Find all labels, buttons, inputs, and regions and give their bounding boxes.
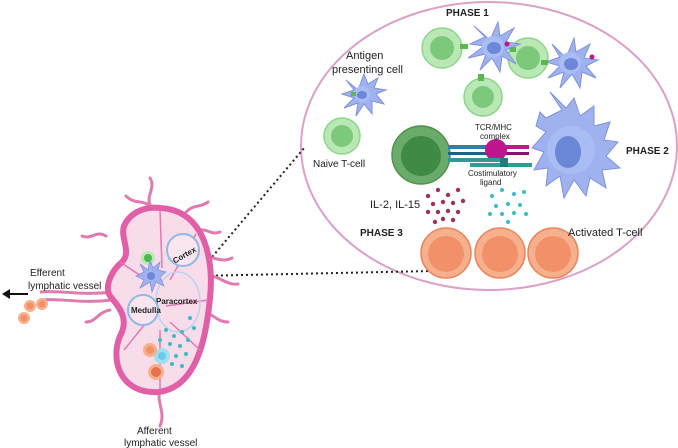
afferent-label-line2: lymphatic vessel bbox=[124, 438, 197, 448]
apc-label-line2: presenting cell bbox=[332, 64, 403, 76]
naive-t-cell bbox=[507, 37, 549, 79]
costimulatory-ligand bbox=[448, 158, 532, 167]
naive-t-cell-label: Naive T-cell bbox=[313, 159, 365, 170]
activated-t-cell bbox=[527, 227, 579, 279]
medulla-region bbox=[127, 294, 159, 326]
receptor-connector bbox=[460, 41, 595, 81]
cytokines-label: IL-2, IL-15 bbox=[370, 199, 420, 211]
cytokines-il2-il15 bbox=[425, 187, 466, 225]
phase2-label: PHASE 2 bbox=[626, 146, 669, 157]
medulla-label: Medulla bbox=[131, 306, 161, 315]
costim-label-line2: ligand bbox=[480, 178, 501, 187]
efferent-label-line1: Efferent bbox=[30, 268, 65, 279]
activated-dendritic-in-node bbox=[154, 348, 170, 364]
naive-t-cell bbox=[421, 27, 463, 69]
tcr-mhc-complex bbox=[448, 139, 529, 161]
antigen-presenting-cell bbox=[340, 72, 388, 117]
phase3-label: PHASE 3 bbox=[360, 228, 403, 239]
afferent-label-line1: Afferent bbox=[137, 426, 172, 437]
tcr-label-line2: complex bbox=[480, 132, 510, 141]
cytokines-teal bbox=[488, 188, 528, 224]
activated-t-cell-label: Activated T-cell bbox=[568, 227, 642, 239]
activated-t-cell bbox=[420, 227, 472, 279]
efferent-arrow bbox=[2, 289, 28, 299]
costim-label-line1: Costimulatory bbox=[468, 169, 517, 178]
tcr-label-line1: TCR/MHC bbox=[475, 123, 512, 132]
antigen-presenting-cell bbox=[467, 20, 522, 74]
exiting-activated-t-cell bbox=[18, 298, 48, 324]
efferent-vessel bbox=[39, 290, 113, 303]
activated-t-cell bbox=[474, 227, 526, 279]
zoom-line-top bbox=[195, 146, 306, 277]
t-cell-phase2 bbox=[391, 125, 451, 185]
apc-in-node bbox=[135, 258, 167, 294]
naive-t-cell-in-node bbox=[141, 251, 155, 265]
efferent-label-line2: lymphatic vessel bbox=[28, 281, 101, 292]
paracortex-label: Paracortex bbox=[156, 297, 198, 306]
apc-label-line1: Antigen bbox=[346, 50, 383, 62]
zoom-line-bottom bbox=[195, 270, 433, 277]
antigen-presenting-cell-phase2 bbox=[531, 91, 622, 200]
cortex-follicle bbox=[166, 233, 200, 267]
naive-t-cell bbox=[463, 77, 503, 117]
phase1-label: PHASE 1 bbox=[446, 8, 489, 19]
antigen-presenting-cell bbox=[544, 36, 600, 90]
naive-t-cell bbox=[323, 117, 361, 155]
activated-t-cell-in-node bbox=[143, 343, 164, 380]
